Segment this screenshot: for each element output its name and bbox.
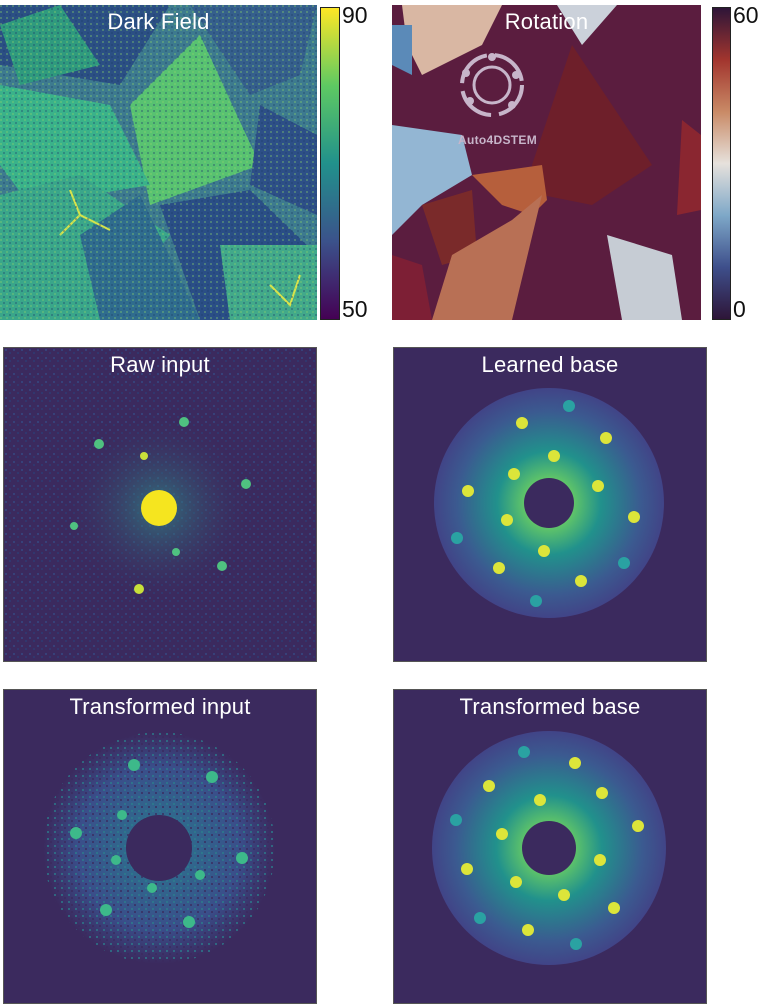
raw-input-image xyxy=(4,348,316,661)
dark-field-title: Dark Field xyxy=(107,9,210,34)
rotation-colorbar-max: 60 xyxy=(733,2,759,28)
transformed-base-title: Transformed base xyxy=(459,694,641,719)
dark-field-panel: Dark Field xyxy=(0,5,317,320)
rotation-colorbar-min: 0 xyxy=(733,296,746,322)
rotation-panel: Rotation Auto4DSTEM xyxy=(392,5,701,320)
rotation-image xyxy=(392,5,701,320)
transformed-input-image xyxy=(43,732,275,964)
rotation-title: Rotation xyxy=(504,9,589,34)
transformed-input-panel: Transformed input xyxy=(3,689,317,1004)
transformed-base-panel: Transformed base xyxy=(393,689,707,1004)
learned-base-title: Learned base xyxy=(481,352,619,377)
transformed-input-title: Transformed input xyxy=(69,694,251,719)
dark-field-colorbar-min: 50 xyxy=(342,296,368,322)
rotation-colorbar xyxy=(712,7,731,320)
learned-base-image xyxy=(434,388,664,618)
dark-field-colorbar xyxy=(320,7,340,320)
raw-input-title: Raw input xyxy=(110,352,210,377)
learned-base-panel: Learned base xyxy=(393,347,707,662)
auto4dstem-logo-icon xyxy=(460,53,524,117)
raw-input-panel: Raw input xyxy=(3,347,317,662)
dark-field-image xyxy=(0,5,317,320)
dark-field-colorbar-max: 90 xyxy=(342,2,368,28)
transformed-base-image xyxy=(432,731,666,965)
auto4dstem-logo-text: Auto4DSTEM xyxy=(458,133,537,147)
